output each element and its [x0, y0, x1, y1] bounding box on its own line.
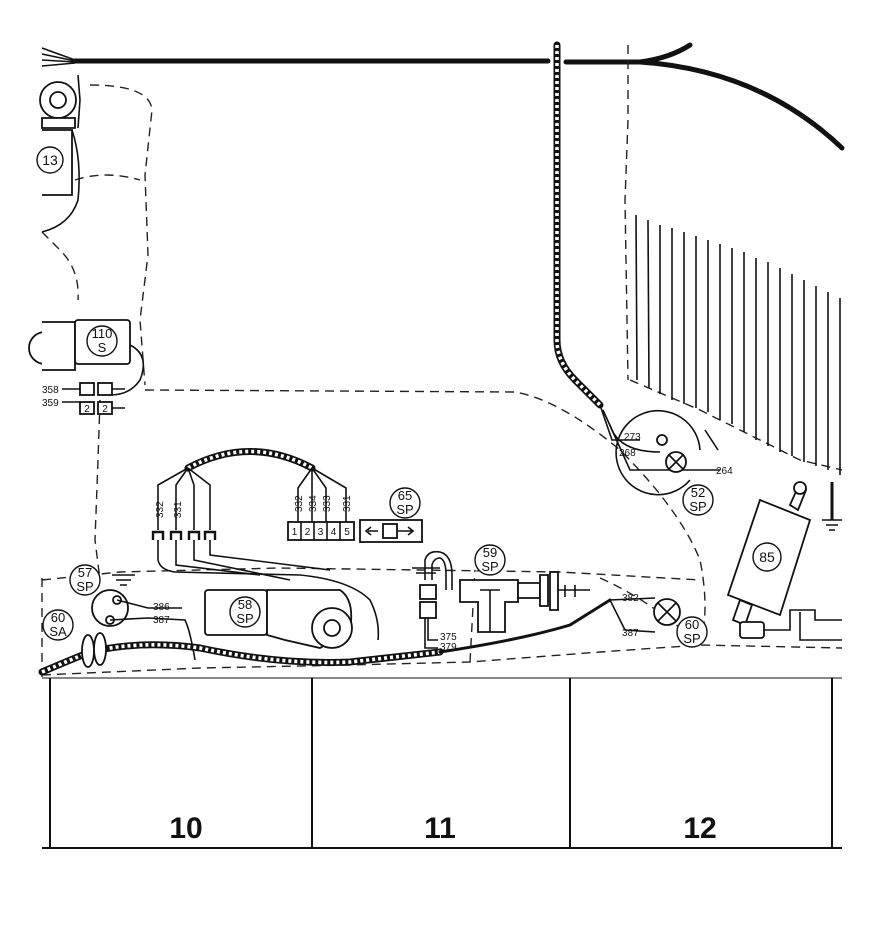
grid-col-10: 10: [169, 812, 202, 845]
component-58: 58 SP: [204, 589, 353, 649]
component-60sa-number: 60: [51, 610, 65, 625]
component-65-sub: SP: [396, 502, 413, 517]
connectors-358-359: 358 359 2 2: [42, 382, 125, 415]
plug-connectors: [151, 530, 380, 641]
component-13-label: 13: [36, 146, 64, 174]
pin-5: 5: [344, 527, 350, 538]
wire-label-382: 382: [622, 593, 639, 604]
bottom-harness: 382 387: [38, 593, 656, 676]
pin-3: 3: [318, 527, 324, 538]
component-60-sa: 60 SA: [42, 609, 74, 641]
main-harness-top: [41, 42, 845, 151]
component-60sa-sub: SA: [49, 624, 67, 639]
wire-label-2b: 2: [102, 404, 108, 415]
wire-label-331b: 331: [342, 495, 353, 512]
component-52: 273 268 264 52 SP: [599, 404, 733, 516]
five-pin-connector: 1 2 3 4 5: [287, 521, 355, 541]
wire-label-332a: 332: [155, 501, 166, 518]
wire-label-268: 268: [619, 448, 636, 459]
wire-label-387b: 387: [622, 628, 639, 639]
wire-label-334: 334: [308, 495, 319, 512]
pin-4: 4: [331, 527, 337, 538]
arch-harness: 332 331 332 334 333 331: [155, 448, 353, 530]
wire-label-333: 333: [322, 495, 333, 512]
component-57-sub: SP: [76, 579, 93, 594]
hatched-panel: [635, 214, 841, 475]
wire-label-358: 358: [42, 385, 59, 396]
component-110-number: 110: [92, 326, 113, 341]
component-59-sub: SP: [481, 559, 498, 574]
component-65: 65 SP: [359, 487, 423, 543]
component-110-sub: S: [98, 340, 107, 355]
component-57: 386 387 57 SP: [69, 564, 196, 661]
component-13-number: 13: [42, 152, 58, 168]
pin-1: 1: [292, 527, 298, 538]
wire-label-332b: 332: [294, 495, 305, 512]
ground-symbol: [822, 482, 842, 531]
wire-label-264: 264: [716, 466, 733, 477]
component-59: 375 379 59 SP: [412, 544, 590, 653]
wire-label-273: 273: [624, 432, 641, 443]
grid-footer: 10 11 12: [42, 677, 842, 849]
body-outline: [41, 45, 843, 680]
grid-col-11: 11: [424, 812, 456, 845]
component-57-number: 57: [78, 565, 92, 580]
wire-label-359: 359: [42, 398, 59, 409]
component-65-number: 65: [398, 488, 412, 503]
wire-label-2a: 2: [84, 404, 90, 415]
component-60-sp: 60 SP: [653, 598, 708, 648]
wire-label-375: 375: [440, 632, 457, 643]
grid-col-12: 12: [683, 812, 716, 845]
wire-label-379: 379: [440, 642, 457, 653]
vertical-harness: [553, 41, 604, 409]
wire-label-331a: 331: [173, 501, 184, 518]
component-58-sub: SP: [236, 611, 253, 626]
component-58-number: 58: [238, 597, 252, 612]
component-85-number: 85: [759, 549, 775, 565]
wire-label-387a: 387: [153, 615, 170, 626]
component-52-sub: SP: [689, 499, 706, 514]
component-110: 110 S: [28, 319, 145, 396]
component-60sp-number: 60: [685, 617, 699, 632]
component-59-number: 59: [483, 545, 497, 560]
component-60sp-sub: SP: [683, 631, 700, 646]
component-52-number: 52: [691, 485, 705, 500]
pin-2: 2: [305, 527, 311, 538]
wire-label-386: 386: [153, 602, 170, 613]
component-85: 85: [726, 481, 842, 641]
